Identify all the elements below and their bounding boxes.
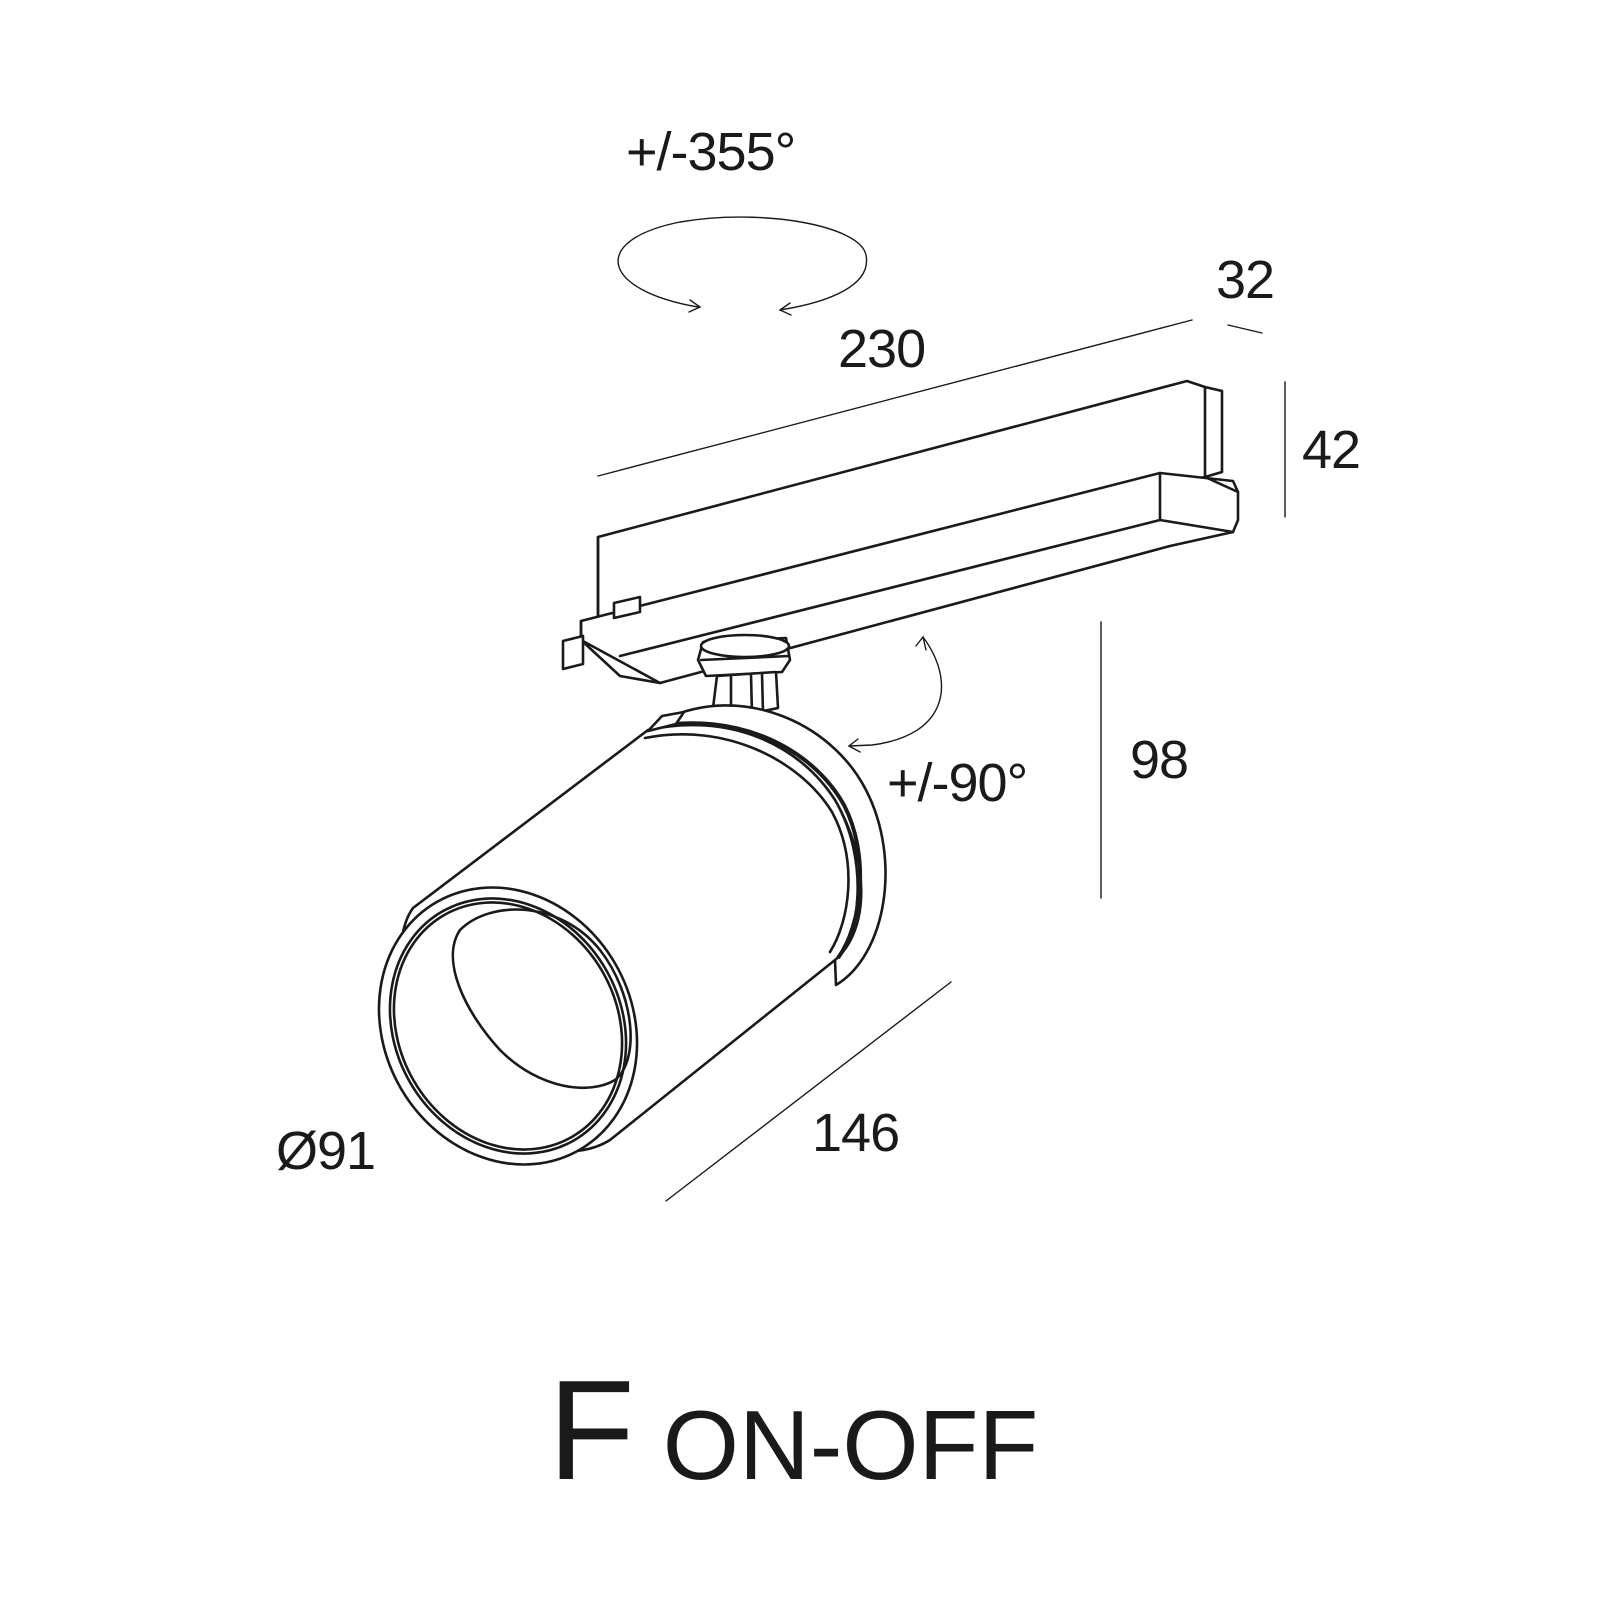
- track-width-label: 32: [1216, 250, 1275, 310]
- track-adapter: [561, 379, 1240, 685]
- height-label: 98: [1130, 730, 1189, 790]
- product-subtitle: ON-OFF: [662, 1390, 1039, 1500]
- rotation-vertical-label: +/-90°: [887, 753, 1028, 813]
- length-dimension-line: [597, 319, 1193, 477]
- rotation-horizontal-label: +/-355°: [626, 122, 796, 182]
- body-length-dimension-line: [665, 981, 952, 1202]
- track-height-label: 42: [1302, 420, 1361, 480]
- product-letter: F: [548, 1351, 635, 1510]
- vertical-rotation-arrow: [847, 635, 943, 753]
- track-length-label: 230: [838, 319, 926, 379]
- horizontal-rotation-arrow: [617, 216, 868, 316]
- spotlight-cylinder: [377, 704, 887, 1166]
- dimension-lines: [597, 319, 1286, 1202]
- swivel-joint: [696, 633, 792, 718]
- body-length-label: 146: [812, 1103, 900, 1163]
- width-dimension-line: [1227, 324, 1263, 334]
- diameter-label: Ø91: [276, 1121, 376, 1181]
